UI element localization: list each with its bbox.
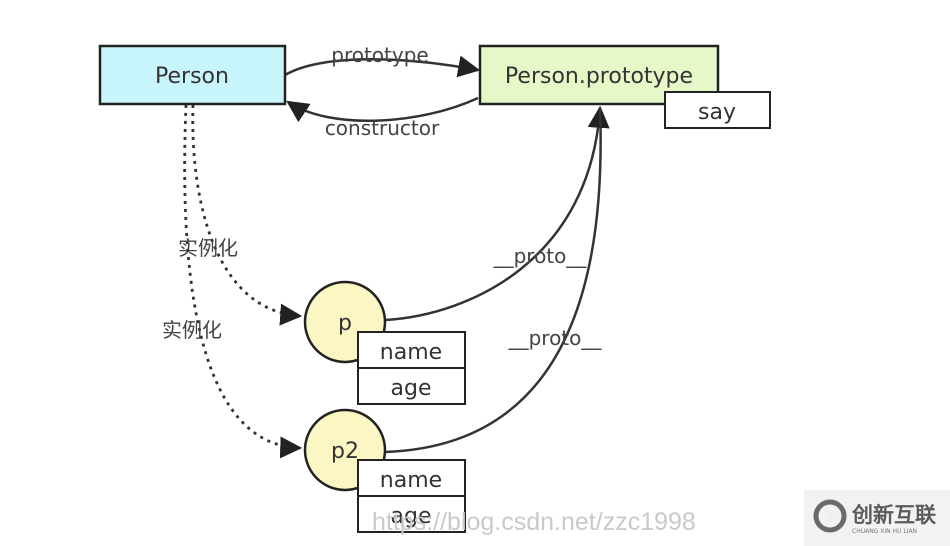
- node-p2-name: name: [357, 459, 466, 497]
- url-watermark: https://blog.csdn.net/zzc1998: [372, 508, 696, 536]
- node-p2-age-box: [357, 495, 466, 533]
- edge-instantiate-p2: 实例化: [162, 104, 303, 459]
- edge-label-instantiate-p2: 实例化: [162, 318, 222, 342]
- node-say-box: [664, 91, 771, 129]
- node-person-prototype-label: Person.prototype: [505, 64, 693, 89]
- node-p-age: age: [357, 367, 466, 405]
- brand-logo-background: [804, 490, 950, 546]
- edge-label-p2-proto: __proto__: [508, 326, 603, 350]
- brand-logo: 创新互联 CHUANG XIN HU LIAN: [804, 490, 950, 546]
- edge-p2-proto: __proto__: [384, 107, 603, 454]
- node-say-label: say: [698, 100, 736, 125]
- node-p2-name-label: name: [380, 468, 442, 493]
- brand-logo-subtext: CHUANG XIN HU LIAN: [852, 528, 917, 535]
- edge-constructor: constructor: [286, 96, 479, 140]
- node-person-prototype: Person.prototype: [478, 44, 720, 106]
- node-p-name-label: name: [380, 340, 442, 365]
- node-p-label: p: [338, 311, 352, 336]
- edge-prototype: prototype: [284, 43, 481, 78]
- node-person: Person: [98, 44, 287, 106]
- edge-p-proto: __proto__: [384, 105, 610, 322]
- brand-logo-text: 创新互联: [851, 503, 936, 527]
- node-p2-age-label: age: [391, 504, 432, 529]
- edge-label-instantiate-p: 实例化: [178, 236, 238, 260]
- node-p2-label: p2: [331, 439, 359, 464]
- node-p-name-box: [357, 331, 466, 369]
- edge-label-prototype: prototype: [331, 43, 428, 67]
- node-p2-name-box: [357, 459, 466, 497]
- edge-label-p-proto: __proto__: [493, 244, 588, 268]
- node-person-label: Person: [155, 64, 229, 89]
- node-say: say: [664, 91, 771, 129]
- edge-label-constructor: constructor: [325, 116, 440, 140]
- node-p-age-box: [357, 367, 466, 405]
- edge-instantiate-p: 实例化: [178, 104, 303, 326]
- brand-logo-icon: [813, 499, 847, 533]
- node-p2-age: age: [357, 495, 466, 533]
- node-p-name: name: [357, 331, 466, 369]
- node-p-age-label: age: [391, 376, 432, 401]
- node-person-box: [98, 44, 287, 106]
